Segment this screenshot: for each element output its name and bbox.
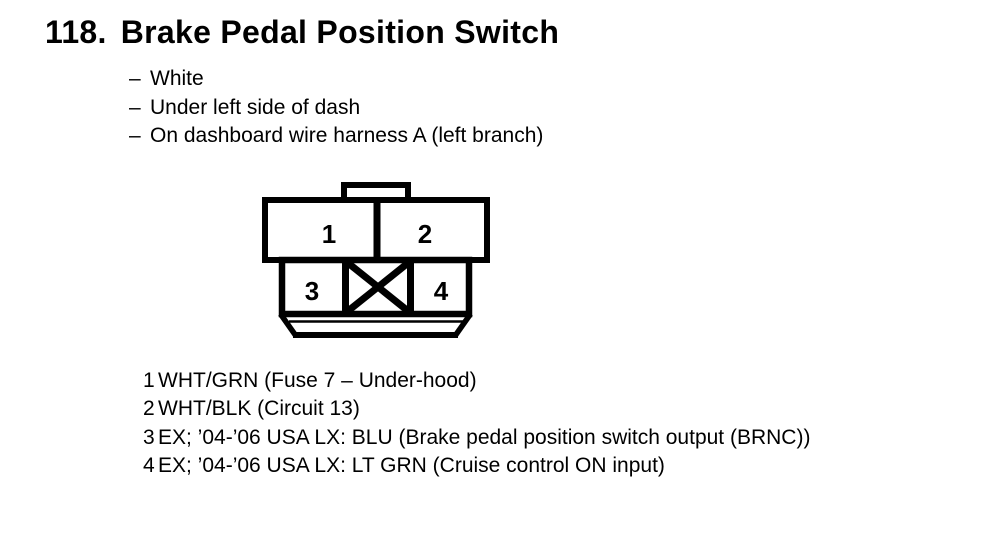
pin-number: 2 <box>143 397 155 421</box>
detail-text-location: Under left side of dash <box>150 95 361 119</box>
dash-marker: – <box>129 124 141 147</box>
pin-description: WHT/BLK (Circuit 13) <box>158 397 360 421</box>
cavity-label-3: 3 <box>305 276 319 306</box>
pin-description: WHT/GRN (Fuse 7 – Under-hood) <box>158 369 477 392</box>
cavity-label-1: 1 <box>322 219 336 249</box>
cavity-label-4: 4 <box>434 276 449 306</box>
blocked-cavity-x-icon <box>345 260 411 314</box>
pin-description: EX; ’04-’06 USA LX: LT GRN (Cruise contr… <box>158 454 665 478</box>
detail-text-color: White <box>150 67 204 90</box>
connector-base <box>278 312 473 338</box>
list-item: –White <box>129 65 543 94</box>
dash-marker: – <box>129 67 141 90</box>
cavity-label-2: 2 <box>418 219 432 249</box>
detail-list: –White –Under left side of dash –On dash… <box>129 65 543 151</box>
section-header: 118. Brake Pedal Position Switch <box>45 16 559 48</box>
pin-number: 3 <box>143 425 155 449</box>
pin-description: EX; ’04-’06 USA LX: BLU (Brake pedal pos… <box>158 425 811 449</box>
connector-diagram: 1 2 3 4 <box>262 182 490 338</box>
pin-number: 1 <box>143 369 155 392</box>
pin-number: 4 <box>143 454 155 478</box>
section-number: 118. <box>45 14 107 50</box>
dash-marker: – <box>129 95 141 119</box>
page-title: Brake Pedal Position Switch <box>120 14 560 50</box>
list-item: –On dashboard wire harness A (left branc… <box>129 122 543 151</box>
detail-text-harness: On dashboard wire harness A (left branch… <box>150 124 544 147</box>
list-item: –Under left side of dash <box>129 94 543 123</box>
